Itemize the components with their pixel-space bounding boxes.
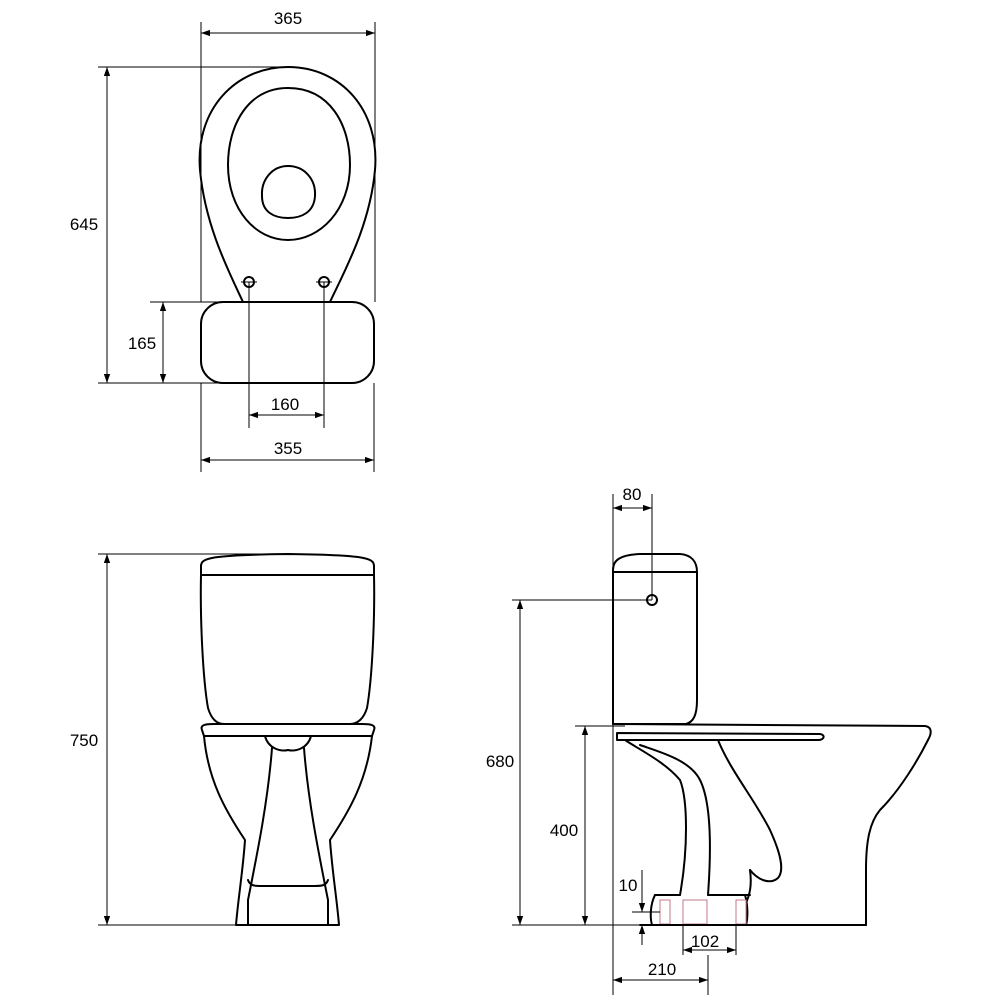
dim-label-645: 645	[70, 215, 98, 234]
front-view-trap	[264, 735, 312, 752]
dim-label-102: 102	[691, 932, 719, 951]
front-view: 750	[70, 553, 376, 926]
side-view-trapway	[624, 739, 711, 896]
side-view-outlet-section-right	[735, 899, 747, 925]
side-view-bowl-inner	[717, 739, 783, 883]
dim-label-80: 80	[623, 485, 642, 504]
dim-label-680: 680	[486, 752, 514, 771]
side-view-seat	[612, 723, 932, 741]
front-view-bowl	[203, 735, 373, 926]
front-view-foot	[247, 879, 329, 887]
side-view-outlet-section-left	[659, 899, 671, 925]
side-view-bowl-outer	[865, 739, 929, 926]
dim-label-160: 160	[271, 395, 299, 414]
side-view-outlet-section-center	[682, 899, 708, 925]
dim-label-165: 165	[128, 334, 156, 353]
side-view-cistern	[612, 553, 698, 725]
front-view-cistern-lid	[200, 553, 375, 576]
top-view: 365 645 165 160 355	[70, 9, 377, 472]
front-view-seat-rim	[200, 723, 376, 737]
front-view-cistern	[199, 565, 376, 725]
top-view-bowl-opening	[227, 87, 351, 241]
top-view-water-trap	[260, 165, 317, 219]
side-view: 80 680 400 10 102 210	[486, 485, 932, 995]
dim-label-365: 365	[274, 9, 302, 28]
front-view-pedestal	[247, 747, 329, 926]
dim-label-210: 210	[648, 960, 676, 979]
dim-label-10: 10	[619, 876, 638, 895]
dim-label-750: 750	[70, 731, 98, 750]
top-view-cistern	[200, 301, 375, 384]
dim-label-400: 400	[550, 821, 578, 840]
dim-label-355: 355	[274, 439, 302, 458]
